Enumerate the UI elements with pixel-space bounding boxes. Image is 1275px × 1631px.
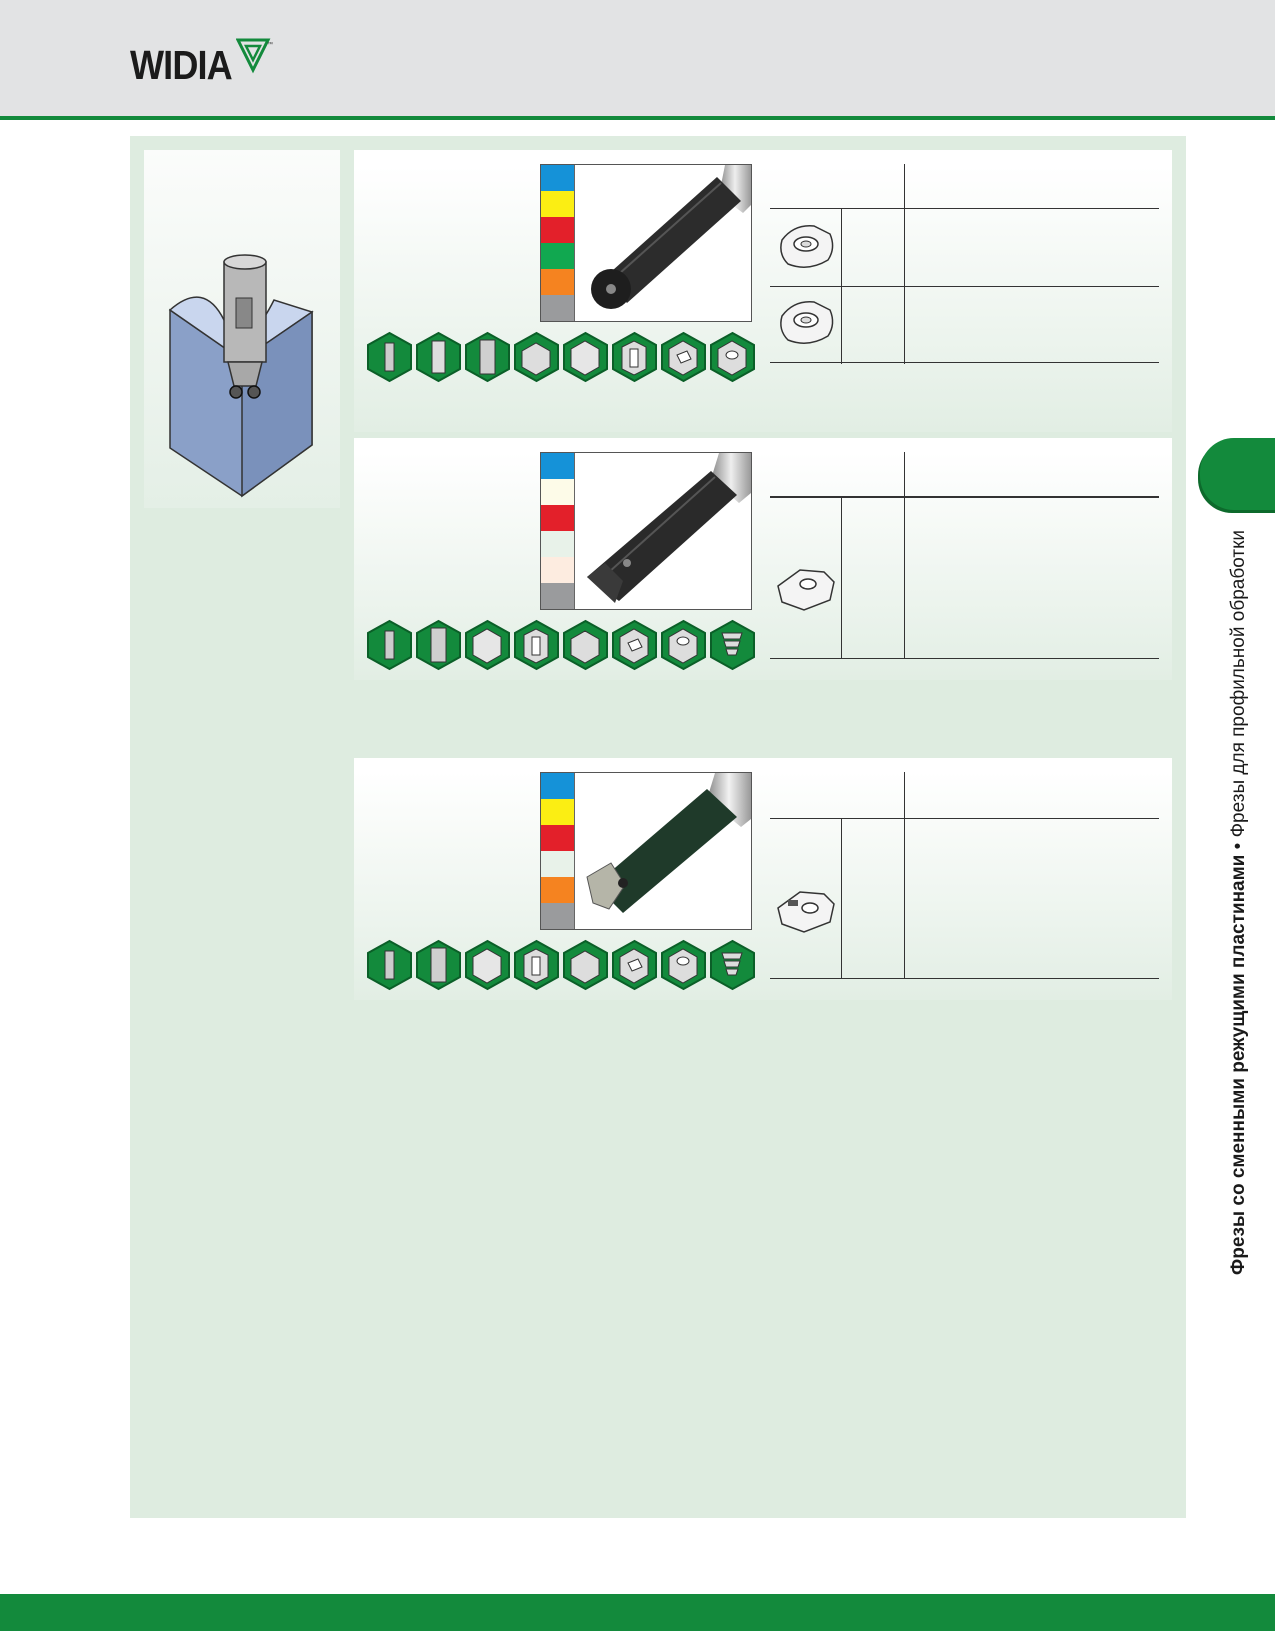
- material-s-swatch: [541, 269, 574, 295]
- face-icon: [563, 939, 608, 991]
- widia-triangle-icon: ™: [236, 38, 273, 74]
- application-icons: [365, 331, 757, 383]
- material-k-swatch: [541, 825, 574, 851]
- face-icon: [563, 619, 608, 671]
- plunge-icon: [465, 331, 510, 383]
- shoulder-icon: [465, 939, 510, 991]
- table-rule: [770, 818, 1159, 819]
- plunge-icon: [416, 939, 461, 991]
- product-card-1: [354, 150, 1172, 432]
- square-shoulder-mill-image: [587, 453, 751, 603]
- circular-icon: [661, 939, 706, 991]
- table-rule: [770, 978, 1159, 979]
- table-rule: [770, 496, 1159, 498]
- slot-icon: [514, 939, 559, 991]
- material-n-swatch: [541, 851, 574, 877]
- ramping-icon: [367, 939, 412, 991]
- pocket-icon: [612, 619, 657, 671]
- material-h-swatch: [541, 295, 574, 321]
- material-n-swatch: [541, 243, 574, 269]
- pocket-icon: [661, 331, 706, 383]
- material-m-swatch: [541, 191, 574, 217]
- shoulder-icon: [563, 331, 608, 383]
- material-k-swatch: [541, 505, 574, 531]
- table-rule: [770, 362, 1159, 363]
- shoulder-icon: [465, 619, 510, 671]
- material-p-swatch: [541, 165, 574, 191]
- table-divider: [904, 164, 905, 364]
- pocket-icon: [612, 939, 657, 991]
- product-card-3: [354, 758, 1172, 1000]
- page-header: WIDIA ™: [0, 0, 1275, 120]
- tool-image-box: [540, 772, 752, 930]
- material-k-swatch: [541, 217, 574, 243]
- table-rule: [770, 286, 1159, 287]
- product-card-2: [354, 438, 1172, 680]
- thread-icon: [710, 939, 755, 991]
- material-p-swatch: [541, 453, 574, 479]
- tool-image-box: [540, 164, 752, 322]
- profile-icon: [710, 331, 755, 383]
- operation-illustration-card: [144, 150, 340, 508]
- section-title-separator: •: [1228, 837, 1249, 855]
- material-p-swatch: [541, 773, 574, 799]
- slot-icon: [612, 331, 657, 383]
- application-icons: [365, 619, 757, 671]
- material-s-swatch: [541, 557, 574, 583]
- material-swatches: [541, 165, 575, 321]
- thread-icon: [710, 619, 755, 671]
- ramping-icon: [367, 619, 412, 671]
- material-swatches: [541, 773, 575, 929]
- table-divider: [904, 772, 905, 978]
- square-insert-image: [777, 569, 835, 611]
- tool-image-box: [540, 452, 752, 610]
- material-n-swatch: [541, 531, 574, 557]
- material-m-swatch: [541, 479, 574, 505]
- section-title-bold: Фрезы со сменными режущими пластинами: [1228, 854, 1249, 1275]
- slot-icon: [514, 619, 559, 671]
- logo-text: WIDIA: [130, 42, 233, 88]
- table-divider: [841, 496, 842, 658]
- material-s-swatch: [541, 877, 574, 903]
- application-icons: [365, 939, 757, 991]
- page-footer: [0, 1594, 1275, 1631]
- round-insert-image: [780, 225, 834, 268]
- face-icon: [514, 331, 559, 383]
- widia-logo: WIDIA ™: [130, 38, 273, 90]
- table-rule: [770, 658, 1159, 659]
- material-h-swatch: [541, 903, 574, 929]
- round-insert-image: [780, 301, 834, 344]
- ball-end-mill-image: [591, 165, 751, 309]
- end-mill-image: [586, 773, 751, 913]
- square-insert-image: [777, 891, 835, 933]
- ramping-icon: [367, 331, 412, 383]
- section-title-regular: Фрезы для профильной обработки: [1228, 530, 1249, 838]
- material-swatches: [541, 453, 575, 609]
- profile-milling-illustration: [168, 254, 314, 498]
- table-divider: [904, 452, 905, 658]
- section-tab: [1200, 438, 1275, 510]
- helical-icon: [416, 331, 461, 383]
- table-divider: [841, 818, 842, 978]
- circular-icon: [661, 619, 706, 671]
- plunge-icon: [416, 619, 461, 671]
- material-m-swatch: [541, 799, 574, 825]
- material-h-swatch: [541, 583, 574, 609]
- trademark: ™: [267, 41, 273, 48]
- table-rule: [770, 208, 1159, 209]
